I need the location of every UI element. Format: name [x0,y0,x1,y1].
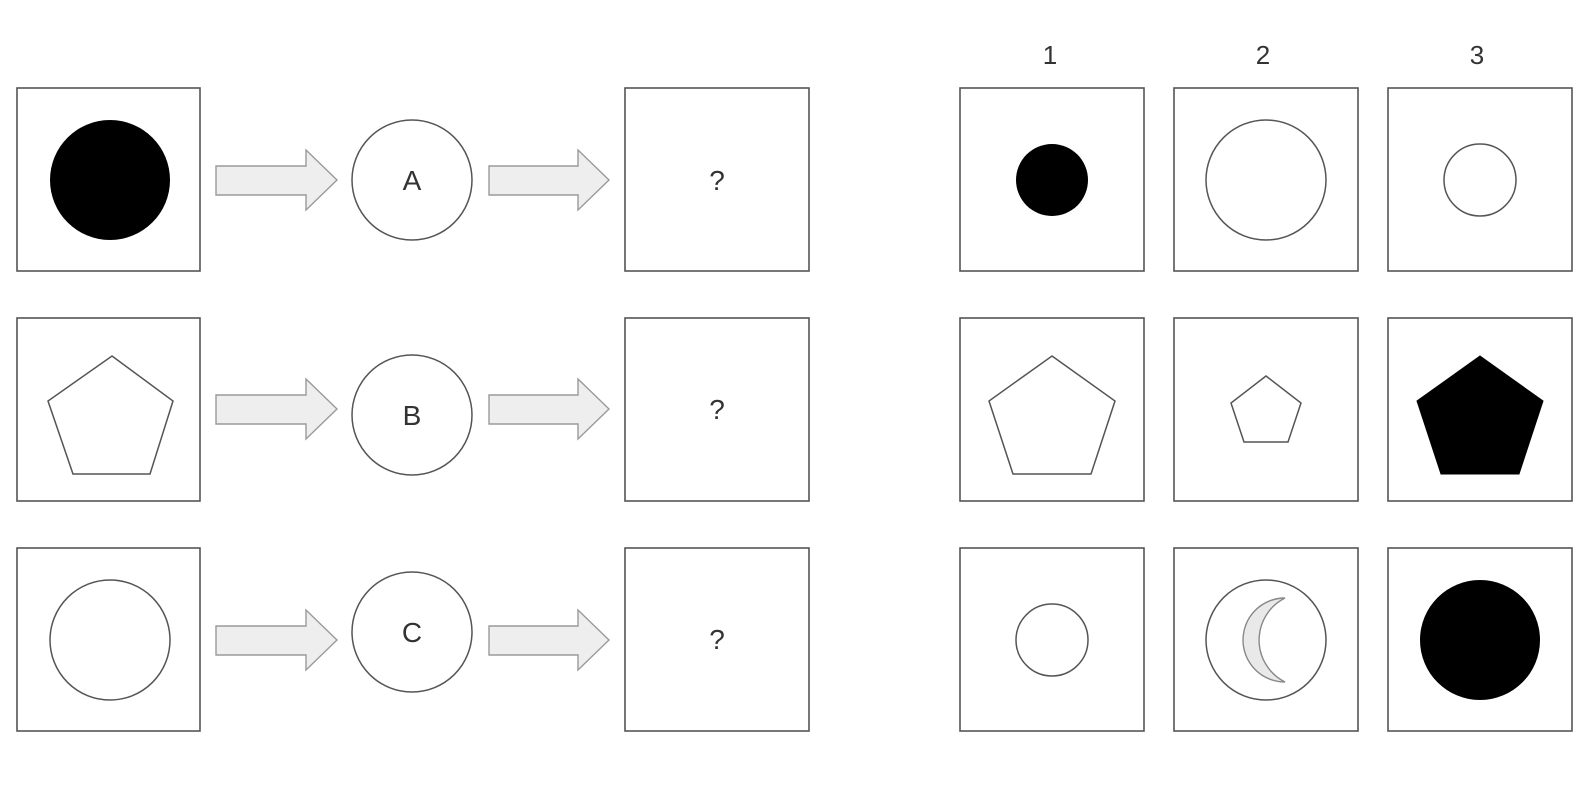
small-filled-circle-icon [1016,144,1088,216]
outline-pentagon-icon [47,355,174,475]
small-outline-pentagon-icon [1230,375,1302,443]
puzzle-row-3: C ? [16,547,1573,732]
arrow-right-icon [488,377,611,441]
arrow-right-icon [215,608,339,672]
operator-circle [351,354,473,476]
result-box [624,547,810,732]
option-header-3: 3 [1470,40,1484,70]
arrow-right-icon [215,148,339,212]
filled-circle-icon [50,120,170,240]
large-outline-pentagon-icon [988,355,1116,475]
arrow-right-icon [215,377,339,441]
crescent-moon-icon [1242,597,1286,683]
result-placeholder: ? [709,624,725,655]
operator-label: A [403,165,422,196]
small-outline-circle-icon [1015,603,1089,677]
result-placeholder: ? [709,394,725,425]
large-filled-pentagon-icon [1416,355,1544,475]
result-placeholder: ? [709,165,725,196]
result-box [624,87,810,272]
option-header-2: 2 [1256,40,1270,70]
large-outline-circle-icon [1205,119,1327,241]
operator-circle [351,571,473,693]
option-header-1: 1 [1043,40,1057,70]
operator-label: C [402,617,422,648]
operator-label: B [403,400,422,431]
arrow-right-icon [488,148,611,212]
large-filled-circle-icon [1420,580,1540,700]
puzzle-row-1: A ? [16,87,1573,272]
small-outline-circle-icon [1443,143,1517,217]
arrow-right-icon [488,608,611,672]
outline-circle-icon [49,579,171,701]
operator-circle [351,119,473,241]
result-box [624,317,810,502]
puzzle-row-2: B ? [16,317,1573,502]
large-outline-circle-icon [1205,579,1327,701]
